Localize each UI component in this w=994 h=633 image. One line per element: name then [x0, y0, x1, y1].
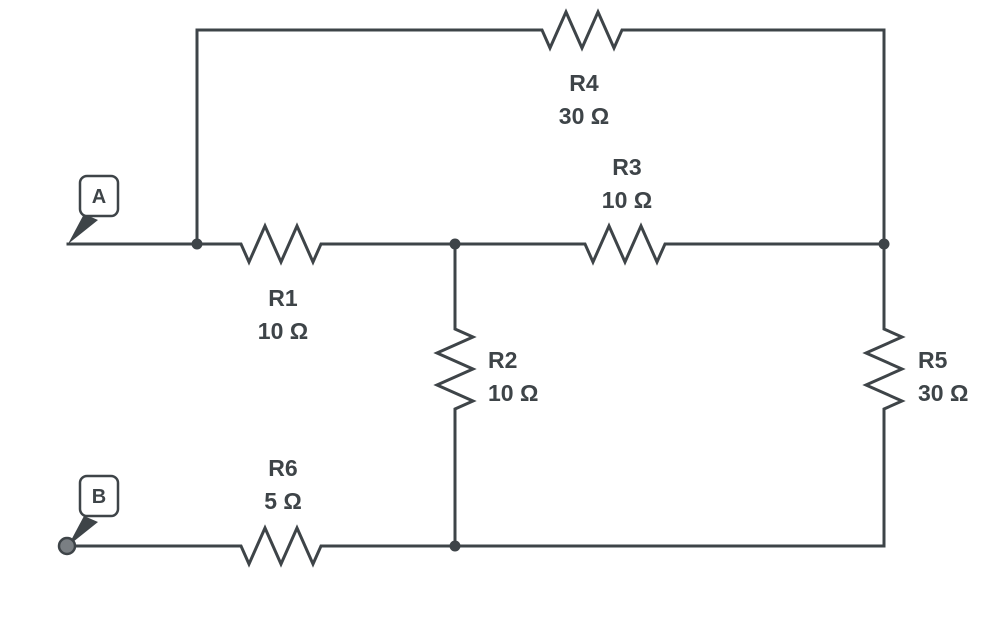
resistor-r2-symbol	[433, 320, 477, 422]
r4-value: 30 Ω	[559, 103, 609, 129]
terminal-b-connector	[57, 536, 77, 556]
wires	[66, 28, 886, 548]
r6-value: 5 Ω	[264, 488, 302, 514]
resistor-r1-label: R1 10 Ω	[258, 285, 308, 344]
junction-node	[191, 238, 203, 250]
terminal-b[interactable]: B	[57, 474, 120, 556]
r4-name: R4	[569, 70, 599, 96]
resistor-r6-label: R6 5 Ω	[264, 455, 302, 514]
r2-name: R2	[488, 347, 517, 373]
terminal-a[interactable]: A	[68, 174, 120, 244]
terminal-a-box	[78, 174, 120, 218]
r3-value: 10 Ω	[602, 187, 652, 213]
resistor-r4-label: R4 30 Ω	[559, 70, 609, 129]
r1-name: R1	[268, 285, 298, 311]
resistor-r5-symbol	[862, 320, 906, 422]
junction-node	[449, 238, 461, 250]
resistor-r6-symbol	[232, 524, 334, 568]
terminal-b-label: B	[92, 486, 106, 508]
r2-value: 10 Ω	[488, 380, 538, 406]
terminal-b-pointer	[68, 516, 98, 546]
resistor-r3-symbol	[576, 222, 678, 266]
junction-node	[449, 540, 461, 552]
terminal-b-box	[78, 474, 120, 518]
resistor-r1-symbol	[232, 222, 334, 266]
r6-name: R6	[268, 455, 297, 481]
resistor-r3-label: R3 10 Ω	[602, 154, 652, 213]
junctions	[191, 238, 890, 552]
junction-node	[878, 238, 890, 250]
terminal-a-pointer	[68, 214, 98, 244]
r5-name: R5	[918, 347, 948, 373]
r5-value: 30 Ω	[918, 380, 968, 406]
terminal-a-label: A	[92, 186, 106, 208]
resistor-r4-symbol	[533, 8, 635, 52]
wire-top-right	[631, 28, 886, 246]
resistor-r2-label: R2 10 Ω	[488, 347, 538, 406]
wire-top-left	[195, 28, 537, 246]
r1-value: 10 Ω	[258, 318, 308, 344]
r3-name: R3	[612, 154, 641, 180]
resistor-r5-label: R5 30 Ω	[918, 347, 968, 406]
